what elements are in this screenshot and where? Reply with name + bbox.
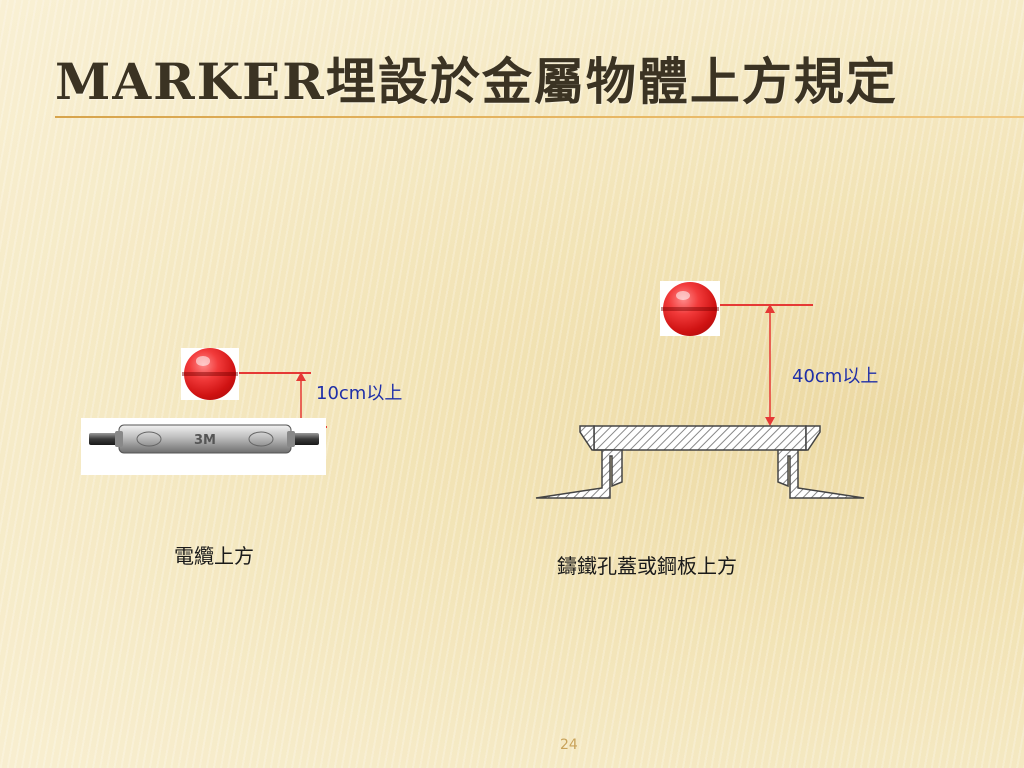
manhole-cover-cross-section <box>535 425 865 499</box>
right-dimension-arrow <box>765 304 775 426</box>
page-number: 24 <box>560 737 578 753</box>
left-marker-image <box>181 348 239 400</box>
cable-image: 3M <box>81 418 326 475</box>
right-marker-image <box>660 281 720 336</box>
slide-title: MARKER埋設於金屬物體上方規定 <box>55 52 898 111</box>
right-distance-label: 40cm以上 <box>792 366 879 387</box>
right-caption: 鑄鐵孔蓋或鋼板上方 <box>557 554 737 578</box>
right-top-reference-line <box>720 304 813 306</box>
left-distance-label: 10cm以上 <box>316 383 403 404</box>
title-underline <box>55 116 1024 118</box>
marker-ball-icon <box>661 282 719 336</box>
cable-icon: 3M <box>89 424 319 454</box>
left-caption: 電纜上方 <box>174 544 254 568</box>
cable-marking-text: 3M <box>194 433 216 448</box>
marker-ball-icon <box>182 348 238 400</box>
left-top-reference-line <box>239 372 311 374</box>
